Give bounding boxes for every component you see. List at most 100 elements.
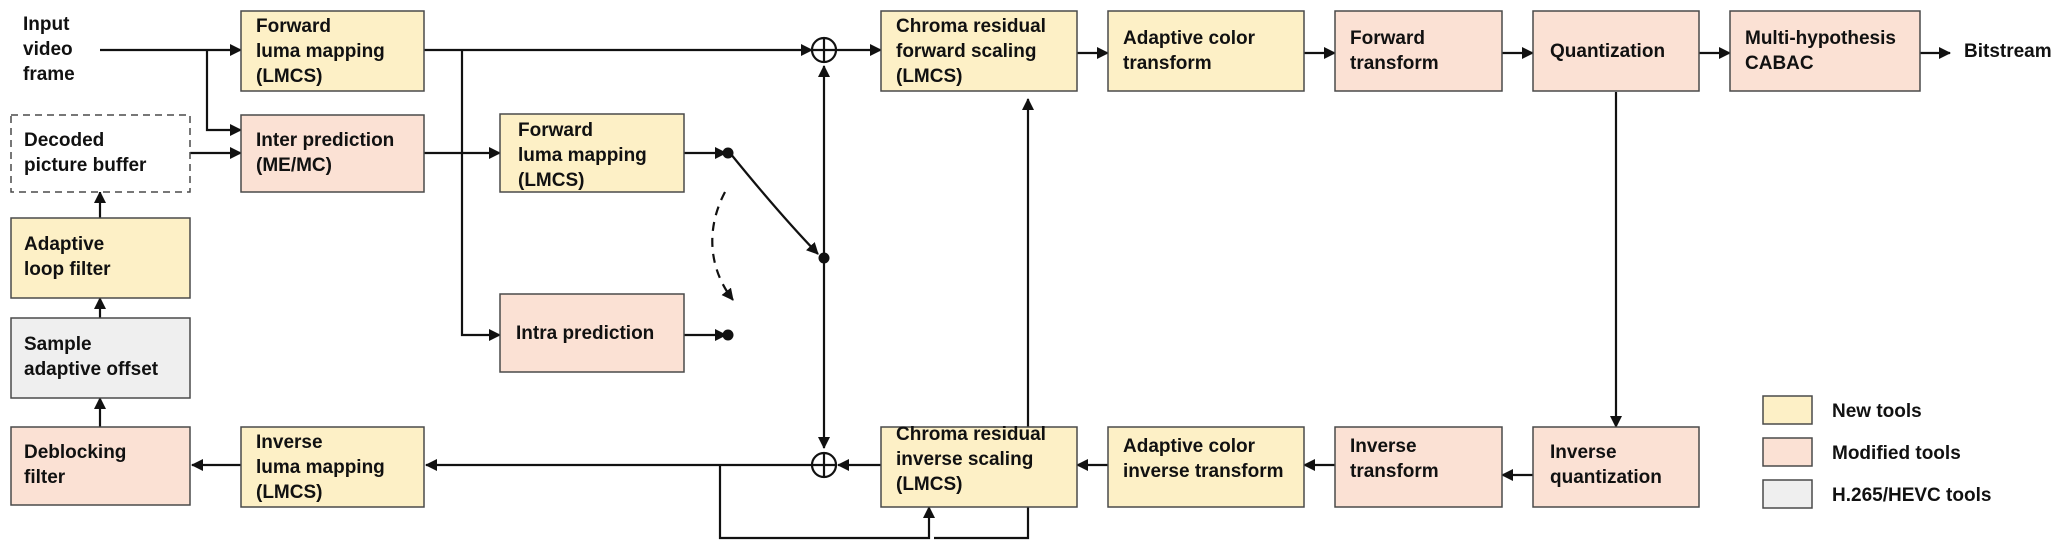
fwd-transform-label-line: transform [1350, 53, 1439, 74]
act-inverse-block: Adaptive color inverse transform [1107, 426, 1305, 508]
sao-label: Sample adaptive offset [24, 334, 159, 380]
chroma-inv-label: Chroma residual inverse scaling (LMCS) [896, 424, 1046, 495]
alf-label-line: loop filter [24, 259, 111, 280]
input-label-line: Input [23, 14, 70, 35]
fwd-luma-mapping-mid-block: Forward luma mapping (LMCS) [499, 113, 685, 193]
fwd-luma-top-label-line: (LMCS) [256, 66, 322, 87]
chroma-fwd-label-line: (LMCS) [896, 66, 962, 87]
switch-nodes [722, 147, 830, 341]
cabac-label-line: CABAC [1745, 53, 1814, 74]
deblock-label: Deblocking filter [24, 442, 126, 488]
act-inv-label-line: inverse transform [1123, 461, 1284, 482]
sao-label-line: adaptive offset [24, 359, 159, 380]
chroma-inv-label-line: inverse scaling [896, 449, 1033, 470]
switch-node-output [818, 252, 830, 264]
arrow-to-intra [460, 50, 501, 341]
fwd-luma-mid-label-line: Forward [518, 120, 593, 141]
inv-luma-label-line: (LMCS) [256, 482, 322, 503]
inv-transform-label-line: transform [1350, 461, 1439, 482]
act-label-line: Adaptive color [1123, 28, 1256, 49]
fwd-luma-mid-label-line: luma mapping [518, 145, 647, 166]
act-label: Adaptive color transform [1123, 28, 1256, 74]
inv-quant-label-line: quantization [1550, 467, 1662, 488]
chroma-fwd-scaling-block: Chroma residual forward scaling (LMCS) [880, 10, 1078, 92]
chroma-inv-label-line: (LMCS) [896, 474, 962, 495]
input-label: Input video frame [23, 14, 75, 85]
fwd-luma-mid-label: Forward luma mapping (LMCS) [518, 120, 647, 191]
inv-transform-label-line: Inverse [1350, 436, 1417, 457]
dpb-label-line: picture buffer [24, 155, 147, 176]
chroma-inv-label-line: Chroma residual [896, 424, 1046, 445]
act-inv-label-line: Adaptive color [1123, 436, 1256, 457]
connections [94, 44, 1951, 540]
inter-pred-label-line: (ME/MC) [256, 155, 332, 176]
bitstream-label: Bitstream [1964, 41, 2052, 62]
arrow-recon-to-chroma-inv [718, 465, 935, 540]
legend: New tools Modified tools H.265/HEVC tool… [1762, 395, 1991, 509]
inter-prediction-block: Inter prediction (ME/MC) [240, 114, 425, 193]
adder-bottom [810, 451, 838, 479]
dpb-label: Decoded picture buffer [24, 130, 147, 176]
sao-block: Sample adaptive offset [10, 317, 191, 399]
deblocking-block: Deblocking filter [10, 426, 191, 506]
fwd-luma-top-label-line: luma mapping [256, 41, 385, 62]
chroma-inv-scaling-block: Chroma residual inverse scaling (LMCS) [880, 424, 1078, 508]
inverse-luma-mapping-block: Inverse luma mapping (LMCS) [240, 426, 425, 508]
inv-luma-label: Inverse luma mapping (LMCS) [256, 432, 385, 503]
alf-block: Adaptive loop filter [10, 217, 191, 299]
legend-swatch-hevc [1762, 479, 1813, 509]
cabac-label-line: Multi-hypothesis [1745, 28, 1896, 49]
quant-label: Quantization [1550, 41, 1665, 62]
inv-transform-block: Inverse transform [1334, 426, 1503, 508]
inter-pred-label-line: Inter prediction [256, 130, 394, 151]
bitstream-label-line: Bitstream [1964, 41, 2052, 62]
fwd-luma-top-label-line: Forward [256, 16, 331, 37]
switch-node-intra [722, 329, 734, 341]
act-inv-label: Adaptive color inverse transform [1123, 436, 1284, 482]
inv-quant-label: Inverse quantization [1550, 442, 1662, 488]
alf-label: Adaptive loop filter [24, 234, 111, 280]
inv-transform-label: Inverse transform [1350, 436, 1439, 482]
legend-swatch-new [1762, 395, 1813, 425]
inv-quant-label-line: Inverse [1550, 442, 1617, 463]
intra-prediction-block: Intra prediction [499, 293, 685, 373]
act-block: Adaptive color transform [1107, 10, 1305, 92]
act-label-line: transform [1123, 53, 1212, 74]
sao-label-line: Sample [24, 334, 92, 355]
adder-top [810, 36, 838, 64]
fwd-transform-label: Forward transform [1350, 28, 1439, 74]
inv-luma-label-line: Inverse [256, 432, 323, 453]
intra-pred-label: Intra prediction [516, 323, 654, 344]
dpb-label-line: Decoded [24, 130, 104, 151]
dpb-block: Decoded picture buffer [10, 114, 191, 193]
chroma-fwd-label: Chroma residual forward scaling (LMCS) [896, 16, 1046, 87]
input-label-line: video [23, 39, 73, 60]
switch-motion-arrow [711, 191, 734, 301]
deblock-label-line: Deblocking [24, 442, 126, 463]
inter-pred-label: Inter prediction (ME/MC) [256, 130, 394, 176]
legend-swatch-modified [1762, 437, 1813, 467]
input-label-line: frame [23, 64, 75, 85]
fwd-luma-mid-label-line: (LMCS) [518, 170, 584, 191]
chroma-fwd-label-line: Chroma residual [896, 16, 1046, 37]
fwd-luma-mapping-top-block: Forward luma mapping (LMCS) [240, 10, 425, 92]
switch-lever [729, 152, 819, 255]
inv-luma-label-line: luma mapping [256, 457, 385, 478]
fwd-luma-top-label: Forward luma mapping (LMCS) [256, 16, 385, 87]
deblock-label-line: filter [24, 467, 66, 488]
intra-pred-label-line: Intra prediction [516, 323, 654, 344]
fwd-transform-label-line: Forward [1350, 28, 1425, 49]
inv-quantization-block: Inverse quantization [1532, 426, 1700, 508]
chroma-fwd-label-line: forward scaling [896, 41, 1036, 62]
arrow-input-to-inter [205, 50, 242, 136]
quantization-block: Quantization [1532, 10, 1700, 92]
alf-label-line: Adaptive [24, 234, 104, 255]
switch-node-inter [722, 147, 734, 159]
quant-label-line: Quantization [1550, 41, 1665, 62]
legend-modified-label: Modified tools [1832, 443, 1961, 464]
fwd-transform-block: Forward transform [1334, 10, 1503, 92]
legend-hevc-label: H.265/HEVC tools [1832, 485, 1991, 506]
